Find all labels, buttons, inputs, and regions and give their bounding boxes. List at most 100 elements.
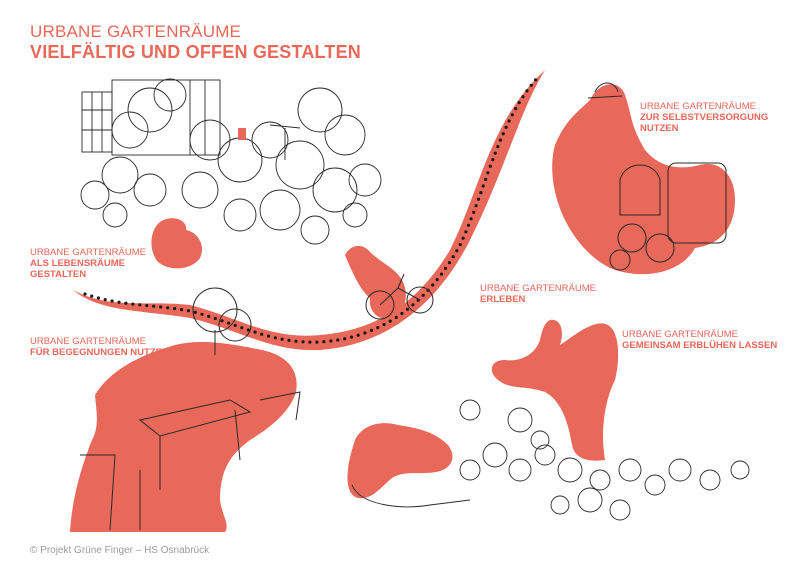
ribbon-dot (469, 217, 473, 221)
ribbon-dot (486, 171, 490, 175)
label-begegnungen: URBANE GARTENRÄUME FÜR BEGEGNUNGEN NUTZE… (30, 336, 169, 358)
ribbon-dot (488, 164, 492, 168)
ribbon-dot (439, 272, 444, 276)
ribbon-dot (534, 78, 538, 82)
ribbon-dot (329, 339, 333, 343)
ribbon-dot (411, 303, 415, 307)
ribbon-dot (472, 210, 476, 214)
ribbon-dot (349, 335, 354, 339)
ribbon-dot (493, 151, 497, 155)
ribbon-dot (405, 307, 410, 311)
ribbon-dot (159, 305, 163, 309)
ribbon-dot (124, 301, 128, 305)
label-lebensraeume-line1: URBANE GARTENRÄUME (30, 247, 146, 258)
ribbon-dot (193, 310, 197, 314)
ribbon-dot (240, 326, 244, 330)
label-lebensraeume-line3: GESTALTEN (30, 269, 87, 280)
ribbon-dot (510, 113, 514, 117)
ribbon-dot (273, 336, 277, 340)
ribbon-dot (253, 330, 257, 334)
ribbon-dot (491, 158, 495, 162)
ribbon-dot (479, 191, 483, 195)
ribbon-dot (266, 334, 271, 338)
ribbon-dot (90, 294, 94, 298)
ribbon-dot (96, 296, 100, 300)
label-begegnungen-line2: FÜR BEGEGNUNGEN NUTZEN (30, 347, 169, 358)
meeting-lines (80, 287, 301, 531)
ribbon-dot (83, 292, 87, 296)
ribbon-dot (166, 306, 170, 310)
label-begegnungen-line1: URBANE GARTENRÄUME (30, 336, 146, 347)
ribbon-dot (382, 322, 386, 327)
ribbon-dot (315, 340, 319, 344)
ribbon-dot (496, 145, 500, 149)
copyright-footer: © Projekt Grüne Finger – HS Osnabrück (30, 545, 210, 556)
ribbon-dot (103, 298, 107, 302)
ribbon-dot (308, 340, 312, 344)
gardeners-scene (491, 319, 619, 461)
ribbon-dot (207, 314, 211, 318)
ribbon-dot (464, 230, 468, 234)
ribbon-dot (260, 332, 264, 336)
ribbon-dot (363, 331, 367, 335)
label-erleben-line1: URBANE GARTENRÄUME (480, 283, 596, 294)
garden-birdhouse (238, 128, 246, 140)
ribbon-dot (294, 339, 298, 343)
ribbon-dot (474, 204, 478, 208)
ribbon-path (73, 70, 545, 351)
ribbon-dot (435, 278, 439, 282)
label-lebensraeume-line2: ALS LEBENSRÄUME (30, 258, 126, 269)
ribbon-dot (322, 340, 326, 344)
label-erbluehen-line2: GEMEINSAM ERBLÜHEN LASSEN (622, 340, 778, 351)
ribbon-dot (227, 321, 231, 325)
farmer-scene (552, 84, 735, 275)
ribbon-dot (517, 101, 521, 105)
ribbon-dot (200, 312, 204, 316)
ribbon-dot (447, 261, 452, 265)
title-line-1: URBANE GARTENRÄUME (30, 22, 242, 41)
cyclist (345, 245, 406, 319)
label-erleben: URBANE GARTENRÄUME ERLEBEN (480, 283, 596, 305)
ribbon-dot (179, 308, 184, 312)
ribbon-dot (466, 223, 471, 227)
ribbon-dot (458, 243, 462, 247)
ribbon-dot (213, 316, 217, 321)
label-selbstversorgung-line1: URBANE GARTENRÄUME (640, 101, 756, 112)
label-erbluehen: URBANE GARTENRÄUME GEMEINSAM ERBLÜHEN LA… (622, 329, 777, 351)
ribbon-dot (504, 125, 508, 129)
gardeners-plants (351, 399, 750, 521)
ribbon-dot (152, 304, 156, 308)
bicycle (365, 273, 434, 320)
ribbon-dot (369, 328, 373, 332)
ribbon-dot (287, 338, 291, 342)
ribbon-dots (83, 78, 538, 344)
garden-figure (151, 218, 203, 269)
label-selbstversorgung-line3: NUTZEN (640, 123, 679, 134)
title-line-2: VIELFÄLTIG UND OFFEN GESTALTEN (30, 42, 361, 62)
ribbon-dot (481, 184, 485, 188)
ribbon-dot (431, 283, 435, 287)
ribbon-dot (301, 340, 305, 344)
label-lebensraeume: URBANE GARTENRÄUME ALS LEBENSRÄUME GESTA… (30, 247, 146, 280)
ribbon-dot (110, 299, 114, 303)
ribbon-dot (356, 333, 360, 337)
farmer-lines (587, 82, 727, 271)
ribbon-dot (525, 89, 529, 93)
ribbon-dot (521, 95, 525, 99)
ribbon-dot (376, 326, 380, 330)
ribbon-dot (233, 323, 237, 327)
ribbon-dot (280, 337, 284, 341)
label-selbstversorgung: URBANE GARTENRÄUME ZUR SELBSTVERSORGUNG … (640, 101, 768, 134)
label-selbstversorgung-line2: ZUR SELBSTVERSORGUNG (640, 112, 769, 123)
ribbon-dot (476, 197, 481, 201)
kneeling-gardener (347, 423, 453, 499)
ribbon-dot (138, 303, 142, 307)
ribbon-dot (336, 338, 340, 342)
ribbon-dot (388, 319, 392, 323)
ribbon-dot (400, 311, 404, 316)
ribbon-dot (484, 177, 488, 181)
ribbon-dot (501, 132, 505, 136)
ribbon-dot (394, 315, 398, 319)
ribbon-dot (117, 300, 121, 304)
ribbon-dot (498, 138, 502, 142)
